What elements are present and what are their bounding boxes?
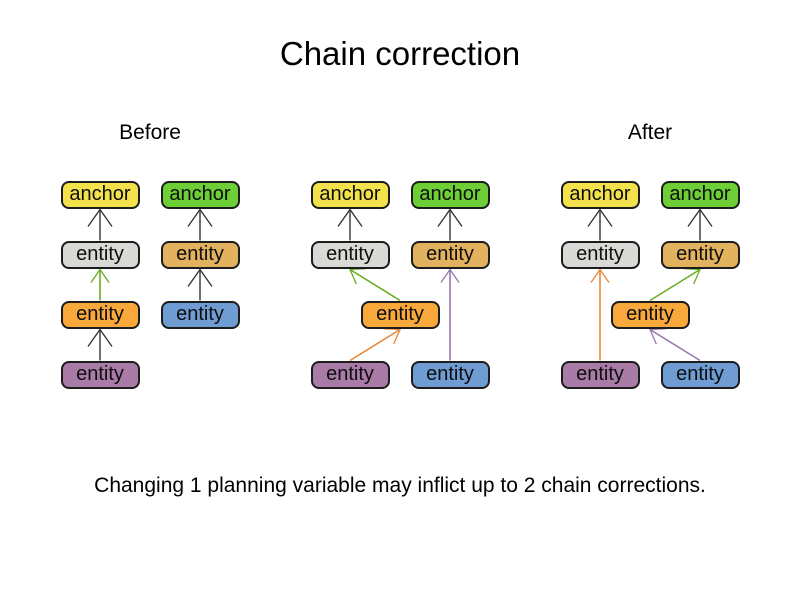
middle-node-anchor-a2: anchor — [410, 180, 490, 209]
after-node-anchor-a2: anchor — [660, 180, 740, 209]
after-node-anchor-a1: anchor — [560, 180, 640, 209]
before-node-entity-e2: entity — [60, 300, 140, 329]
before-node-anchor-a2: anchor — [160, 180, 240, 209]
after-node-entity-e2: entity — [610, 300, 690, 329]
after-node-entity-e1: entity — [560, 240, 640, 269]
middle-node-entity-e5: entity — [410, 360, 490, 389]
after-node-entity-e5: entity — [660, 360, 740, 389]
middle-node-entity-e1: entity — [310, 240, 390, 269]
slide-title: Chain correction — [279, 35, 521, 72]
before-label: Before — [119, 121, 181, 144]
after-node-entity-e3: entity — [560, 360, 640, 389]
before-node-entity-e5: entity — [160, 300, 240, 329]
after-label: After — [627, 121, 673, 144]
before-node-anchor-a1: anchor — [60, 180, 140, 209]
before-node-entity-e3: entity — [60, 360, 140, 389]
middle-node-entity-e2: entity — [360, 300, 440, 329]
middle-node-anchor-a1: anchor — [310, 180, 390, 209]
before-node-entity-e4: entity — [160, 240, 240, 269]
middle-node-entity-e4: entity — [410, 240, 490, 269]
before-node-entity-e1: entity — [60, 240, 140, 269]
middle-arrow-e2-to-e1 — [349, 268, 401, 302]
middle-arrow-e3-to-e2 — [349, 328, 401, 362]
caption: Changing 1 planning variable may inflict… — [94, 474, 706, 497]
after-arrow-e2-to-e4 — [649, 268, 701, 302]
after-node-entity-e4: entity — [660, 240, 740, 269]
middle-node-entity-e3: entity — [310, 360, 390, 389]
after-arrow-e5-to-e2 — [649, 328, 701, 362]
